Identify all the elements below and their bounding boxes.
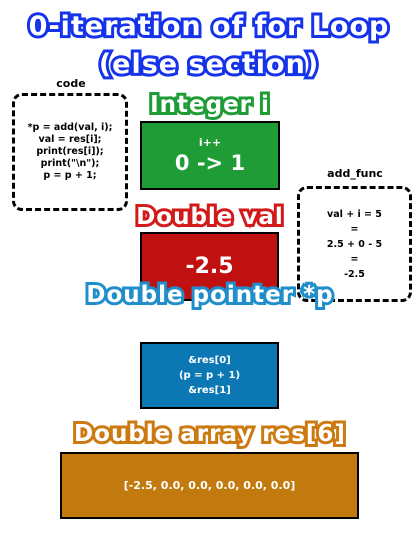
code-panel: *p = add(val, i); val = res[i]; print(re… [12,93,128,211]
add-func-line: = [350,223,359,235]
diagram-title-line1: 0-iteration of for Loop [26,9,392,45]
add-func-line: -2.5 [344,268,365,280]
double-array-heading: Double array res[6] [71,418,348,450]
code-panel-label: code [56,77,86,90]
double-pointer-box: &res[0] (p = p + 1) &res[1] [140,342,279,409]
double-array-value: [-2.5, 0.0, 0.0, 0.0, 0.0, 0.0] [123,479,296,492]
add-func-line: 2.5 + 0 - 5 [326,238,383,250]
double-val-box: -2.5 [140,232,279,301]
double-val-heading: Double val [133,201,286,233]
integer-i-op: i++ [198,136,222,149]
double-pointer-line: &res[1] [188,385,231,396]
code-line: val = res[i]; [38,134,102,145]
add-func-panel: val + i = 5 = 2.5 + 0 - 5 = -2.5 [297,186,412,302]
integer-i-box: i++ 0 -> 1 [140,121,280,190]
double-val-value: -2.5 [185,254,234,279]
code-line: *p = add(val, i); [27,122,113,133]
double-pointer-line: &res[0] [188,355,231,366]
code-line: print(res[i]); [36,146,104,157]
double-pointer-line: (p = p + 1) [178,370,241,381]
double-pointer-heading: Double pointer *p [83,279,335,311]
add-func-line: val + i = 5 [327,208,382,220]
diagram-title-line2: (else section) [96,47,321,83]
add-func-line: = [350,253,359,265]
add-func-panel-label: add_func [327,167,383,180]
code-line: p = p + 1; [43,170,97,181]
integer-i-heading: Integer i [147,89,272,121]
double-array-box: [-2.5, 0.0, 0.0, 0.0, 0.0, 0.0] [60,452,359,519]
integer-i-value: 0 -> 1 [174,151,246,175]
code-line: print("\n"); [40,158,100,169]
